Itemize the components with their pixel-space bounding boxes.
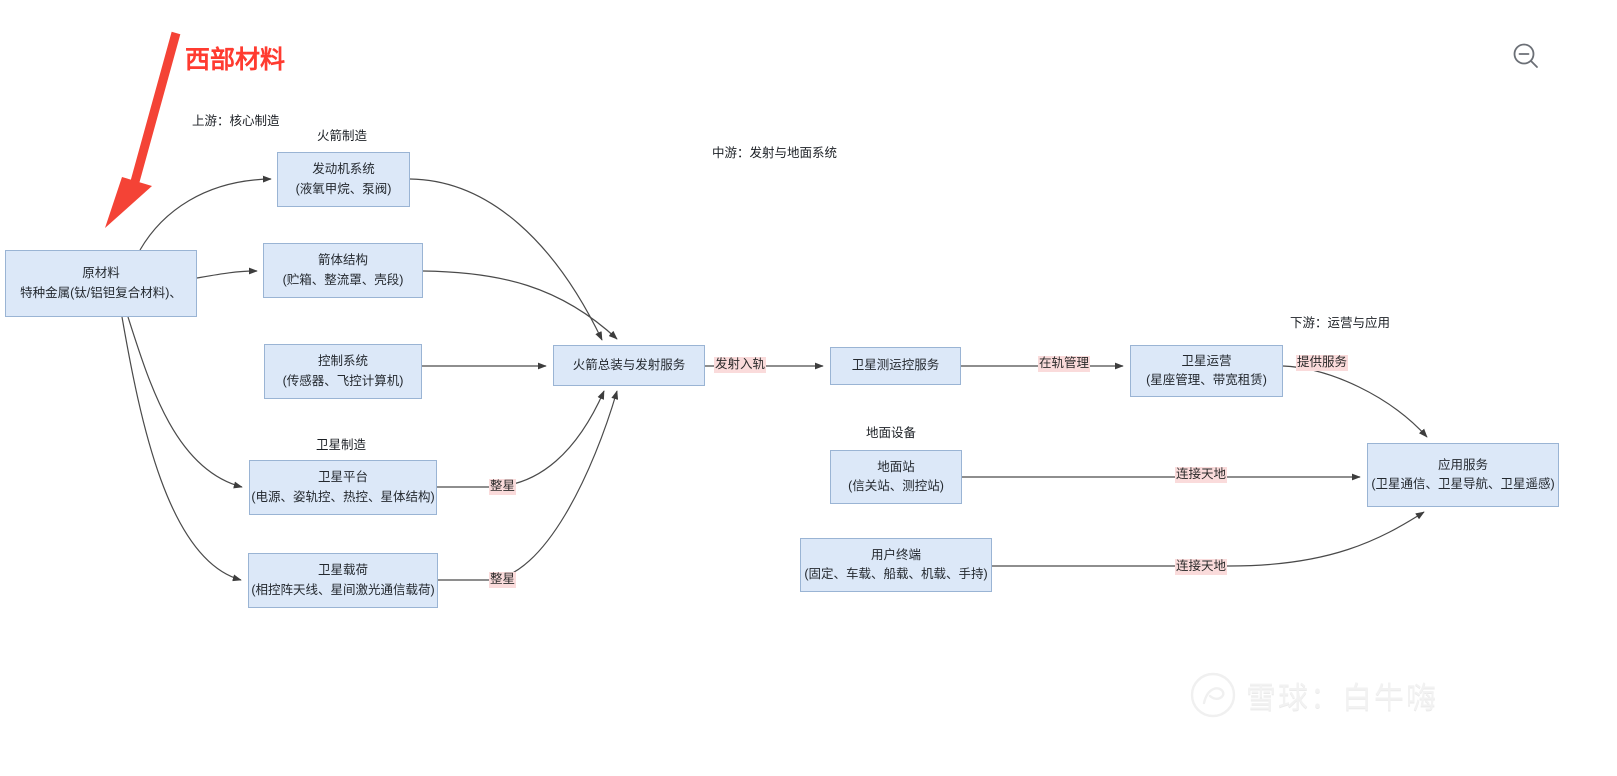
node-user-terminal[interactable]: 用户终端 (固定、车载、船载、机载、手持) (800, 538, 992, 592)
node-user-terminal-subtitle: (固定、车载、船载、机载、手持) (804, 567, 988, 581)
edge-engine-to-launch (409, 178, 603, 341)
node-rocket-assembly-launch-service-title: 火箭总装与发射服务 (572, 357, 686, 372)
xueqiu-logo-icon (1190, 672, 1236, 718)
node-satellite-payload-subtitle: (相控阵天线、星间激光通信载荷) (251, 582, 435, 597)
node-ground-station-title: 地面站 (877, 459, 915, 474)
node-satellite-platform-title: 卫星平台 (317, 470, 368, 485)
node-satellite-platform-subtitle: (电源、姿轨控、热控、星体结构) (251, 489, 435, 504)
group-label-satellite-manufacturing: 卫星制造 (316, 438, 367, 452)
node-satellite-operation[interactable]: 卫星运营 (星座管理、带宽租赁) (1130, 345, 1283, 397)
node-satellite-payload-title: 卫星载荷 (317, 563, 368, 578)
edge-label-provide-service: 提供服务 (1296, 355, 1349, 371)
node-satellite-operation-subtitle: (星座管理、带宽租赁) (1146, 373, 1267, 387)
group-label-rocket-manufacturing: 火箭制造 (317, 129, 368, 143)
node-raw-material[interactable]: 原材料 特种金属(钛/铝钽复合材料)、 (5, 250, 197, 317)
edge-raw-to-payload (121, 316, 242, 582)
node-satellite-operation-title: 卫星运营 (1181, 353, 1232, 368)
node-ground-station[interactable]: 地面站 (信关站、测控站) (830, 450, 962, 504)
node-user-terminal-title: 用户终端 (870, 547, 921, 562)
node-raw-material-title: 原材料 (82, 266, 120, 281)
edge-terminal-to-app (992, 511, 1425, 567)
edge-raw-to-platform (127, 316, 243, 489)
edge-operation-to-app (1282, 365, 1428, 438)
node-engine-system-title: 发动机系统 (312, 162, 375, 177)
zoom-out-glyph (1513, 43, 1538, 68)
node-control-system-subtitle: (传感器、飞控计算机) (282, 373, 404, 388)
edge-platform-to-launch (437, 390, 605, 488)
node-satellite-platform[interactable]: 卫星平台 (电源、姿轨控、热控、星体结构) (249, 460, 437, 515)
zoom-out-icon[interactable] (1511, 41, 1541, 71)
node-application-service[interactable]: 应用服务 (卫星通信、卫星导航、卫星遥感) (1367, 443, 1559, 507)
node-engine-system[interactable]: 发动机系统 (液氧甲烷、泵阀) (277, 152, 410, 207)
edge-body-to-launch (422, 270, 618, 340)
node-satellite-payload[interactable]: 卫星载荷 (相控阵天线、星间激光通信载荷) (248, 553, 438, 608)
watermark-text: 雪球：白牛嗨 (1246, 682, 1438, 715)
watermark: 雪球：白牛嗨 (1190, 672, 1438, 718)
node-rocket-body-structure-title: 箭体结构 (317, 253, 368, 268)
edge-payload-to-launch (438, 390, 619, 581)
node-rocket-assembly-launch-service[interactable]: 火箭总装与发射服务 (553, 345, 705, 386)
node-rocket-body-structure-subtitle: (贮箱、整流罩、壳段) (282, 272, 404, 287)
node-raw-material-subtitle: 特种金属(钛/铝钽复合材料)、 (20, 285, 182, 300)
edge-label-terminal-connect-sky-earth: 连接天地 (1175, 559, 1228, 575)
edge-raw-to-engine (139, 175, 272, 251)
group-label-downstream: 下游：运营与应用 (1290, 316, 1391, 330)
group-label-upstream: 上游：核心制造 (192, 114, 280, 128)
node-application-service-subtitle: (卫星通信、卫星导航、卫星遥感) (1371, 477, 1555, 491)
edge-label-launch-into-orbit: 发射入轨 (714, 357, 767, 373)
node-engine-system-subtitle: (液氧甲烷、泵阀) (295, 181, 392, 196)
node-control-system[interactable]: 控制系统 (传感器、飞控计算机) (264, 344, 422, 399)
edge-raw-to-body (196, 267, 258, 279)
edge-label-payload-whole-satellite: 整星 (489, 572, 517, 588)
node-satellite-tracking-service[interactable]: 卫星测运控服务 (830, 347, 961, 385)
node-control-system-title: 控制系统 (317, 354, 368, 369)
node-satellite-tracking-service-title: 卫星测运控服务 (851, 358, 940, 373)
annotation-arrow-icon (105, 31, 181, 228)
node-application-service-title: 应用服务 (1437, 457, 1488, 472)
group-label-ground-equipment: 地面设备 (866, 426, 917, 440)
edge-label-platform-whole-satellite: 整星 (489, 479, 517, 495)
edge-label-ground-connect-sky-earth: 连接天地 (1175, 467, 1228, 483)
edge-label-in-orbit-management: 在轨管理 (1038, 356, 1091, 372)
annotation-label: 西部材料 (185, 46, 286, 74)
node-rocket-body-structure[interactable]: 箭体结构 (贮箱、整流罩、壳段) (263, 243, 423, 298)
group-label-midstream: 中游：发射与地面系统 (712, 146, 838, 160)
node-ground-station-subtitle: (信关站、测控站) (848, 479, 944, 493)
